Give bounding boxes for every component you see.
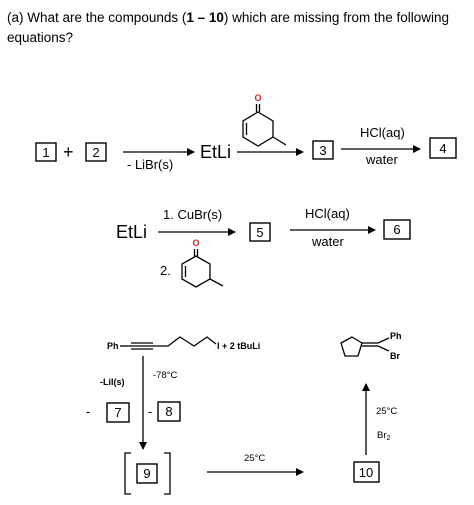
arrow-5-label-water: water (311, 234, 344, 249)
compound-box-10[interactable] (353, 461, 380, 483)
cyclopentane-ring (340, 336, 363, 357)
dash-8: - (148, 404, 152, 419)
product-structure: Ph Br (340, 331, 402, 361)
arrow-1-label-libr: - LiBr(s) (127, 157, 173, 172)
question-range: 1 – 10 (186, 10, 224, 25)
reaction-2: EtLi 1. CuBr(s) 2. O 5 HCl(aq) water 6 (116, 206, 411, 288)
question-text-before: What are the compounds ( (27, 10, 187, 25)
temp-25c-2: 25°C (376, 406, 397, 417)
compound-box-3-label: 3 (319, 143, 326, 158)
lii-label: -LiI(s) (100, 377, 125, 387)
compound-box-4[interactable] (429, 137, 457, 159)
compound-box-8-label: 8 (165, 404, 172, 419)
compound-box-2-label: 2 (92, 145, 99, 160)
compound-box-7[interactable] (106, 402, 130, 423)
compound-box-7-label: 7 (114, 405, 121, 420)
arrow-3-label-water: water (365, 152, 398, 167)
reaction-3: Ph I + 2 tBuLi -78°C -LiI(s) - 7 - 8 9 2… (86, 331, 402, 495)
dash-7: - (86, 404, 90, 419)
compound-box-4-label: 4 (439, 141, 446, 156)
compound-box-5-label: 5 (256, 225, 263, 240)
compound-box-3[interactable] (312, 140, 334, 160)
oxygen-atom-2: O (192, 238, 199, 248)
compound-box-8[interactable] (157, 401, 181, 422)
compound-box-5[interactable] (249, 222, 271, 242)
reagent-etli: EtLi (116, 222, 147, 242)
enone-structure-2: O (181, 238, 224, 288)
step-1-cubr: 1. CuBr(s) (163, 207, 222, 222)
compound-box-10-label: 10 (359, 465, 373, 480)
phenyl-label: Ph (107, 341, 119, 351)
arrow-5-label-hcl: HCl(aq) (305, 206, 350, 221)
question-text-after: ) which are missing from the following e… (7, 10, 449, 45)
plus-sign: + (63, 142, 74, 162)
compound-box-2[interactable] (85, 142, 107, 162)
compound-box-1-label: 1 (42, 145, 49, 160)
temp-minus78: -78°C (153, 370, 178, 381)
right-bracket (164, 452, 171, 495)
alkyl-chain (153, 336, 217, 347)
compound-box-6[interactable] (383, 219, 411, 240)
oxygen-atom: O (254, 93, 261, 103)
question-text: (a) What are the compounds (1 – 10) whic… (7, 8, 467, 48)
enone-structure-1: O (242, 93, 287, 147)
question-part: (a) (7, 10, 24, 25)
product-phenyl: Ph (390, 331, 402, 341)
compound-box-9[interactable] (136, 463, 158, 484)
product-bromine: Br (390, 351, 400, 361)
temp-25c-1: 25°C (244, 453, 265, 464)
iodide-reagent-label: I + 2 tBuLi (217, 341, 260, 351)
compound-box-1[interactable] (35, 142, 57, 162)
compound-box-9-label: 9 (143, 466, 150, 481)
bromine-reagent: Br2 (377, 430, 391, 442)
step-2-label: 2. (160, 263, 171, 278)
left-bracket (124, 452, 131, 495)
compound-box-6-label: 6 (393, 222, 400, 237)
product-etli: EtLi (200, 142, 231, 162)
reaction-1: 1 + 2 - LiBr(s) EtLi O 3 HCl(aq) water 4 (35, 93, 457, 172)
arrow-3-label-hcl: HCl(aq) (360, 125, 405, 140)
